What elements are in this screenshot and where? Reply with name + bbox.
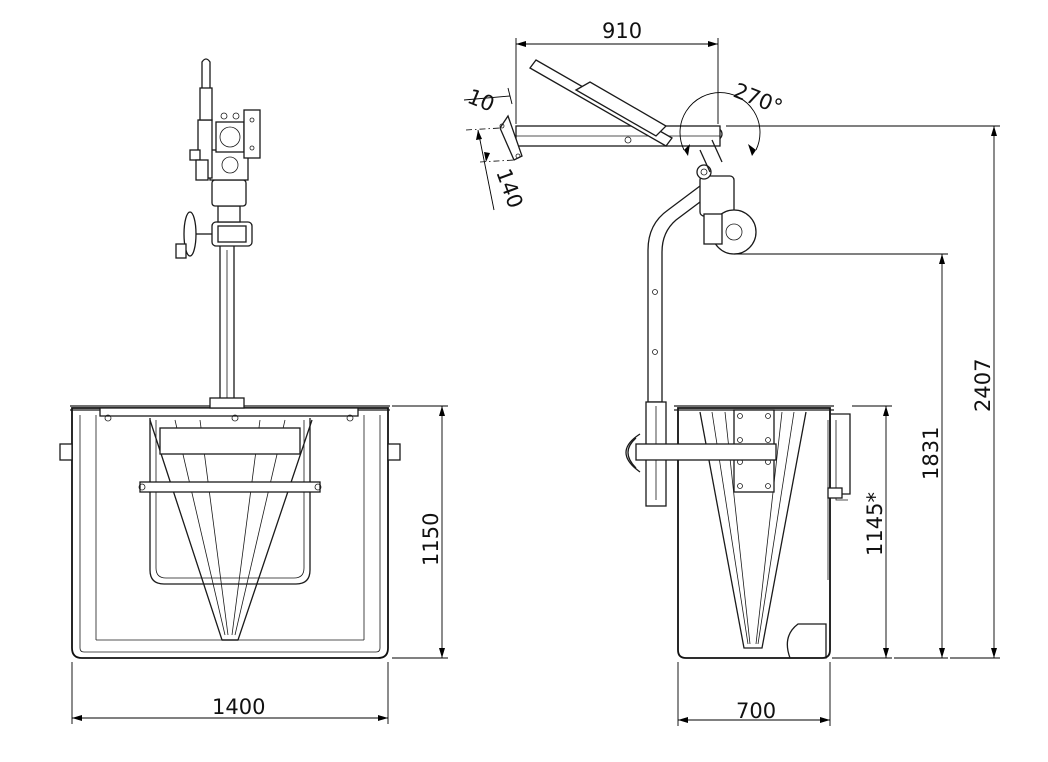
rotation-angle-dimension: 270°: [730, 78, 786, 119]
tank-height-dimension: 1145*: [863, 492, 887, 556]
arm-reach-dimension: 910: [602, 19, 642, 43]
side-arm: [499, 59, 723, 173]
plate-height-dimension: 140: [491, 166, 527, 212]
front-height-dimension: 1150: [419, 513, 443, 566]
front-tank: [59, 405, 401, 659]
side-head: [696, 127, 757, 255]
side-depth-dimension: 700: [736, 699, 776, 723]
side-dimensions: [463, 38, 1000, 726]
pivot-height-dimension: 1831: [919, 427, 943, 480]
total-height-dimension: 2407: [971, 359, 995, 412]
front-mechanism: [175, 58, 261, 259]
side-column: [625, 179, 777, 507]
side-view: 910 270° 10 140 700 1145* 1831 2407: [463, 19, 1000, 726]
offset-dimension: 10: [464, 84, 498, 116]
front-dimensions: [71, 405, 448, 724]
front-view: 1400 1150: [59, 58, 448, 724]
rotation-arc: [679, 92, 761, 156]
front-column: [209, 244, 245, 409]
front-width-dimension: 1400: [212, 695, 265, 719]
